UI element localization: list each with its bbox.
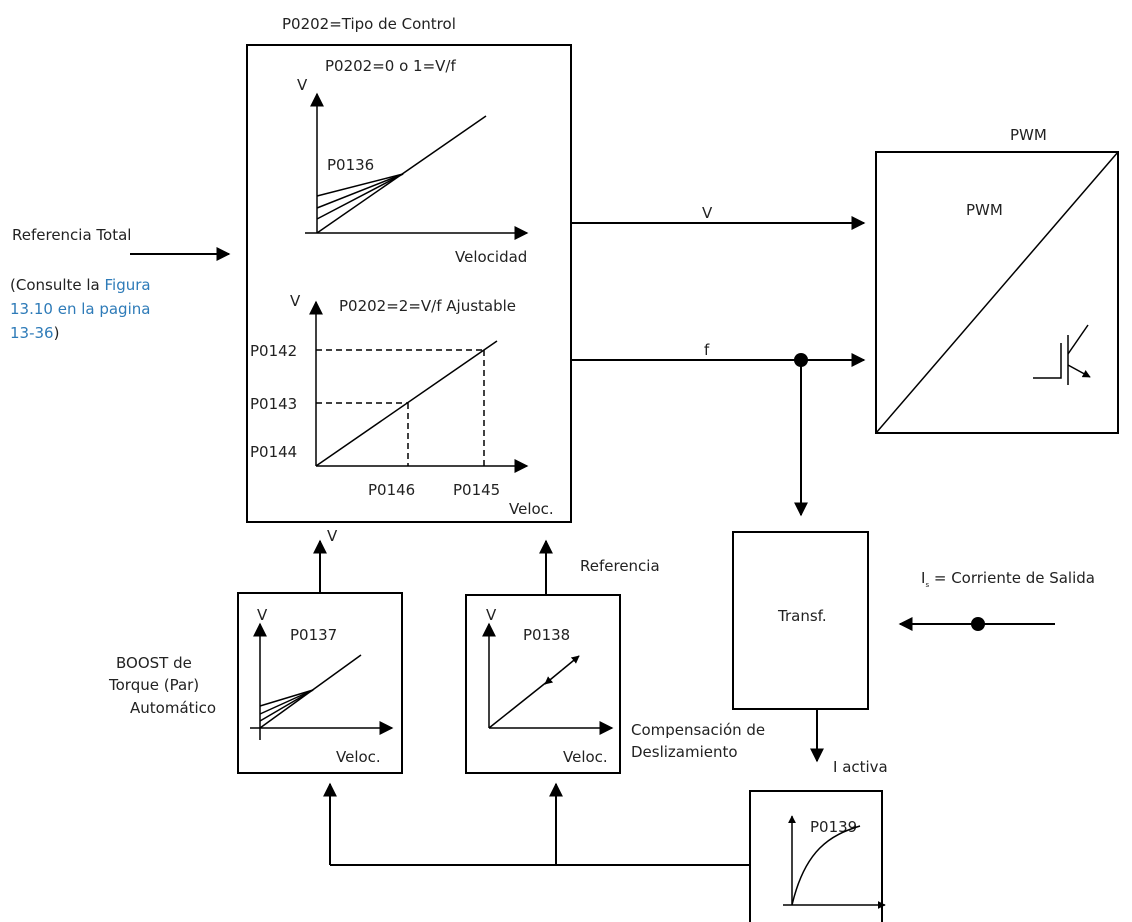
reference-total-label: Referencia Total xyxy=(12,226,131,244)
reference-note-line2[interactable]: 13.10 en la pagina xyxy=(10,300,150,318)
slip-param-p0138: P0138 xyxy=(523,626,570,644)
vf-title: P0202=0 o 1=V/f xyxy=(325,57,456,75)
vf-axis-v: V xyxy=(297,76,308,94)
boost-curve-1 xyxy=(259,689,314,707)
transf-box xyxy=(732,531,869,710)
vf-boost-1 xyxy=(316,173,404,197)
slip-side-2: Deslizamiento xyxy=(631,743,738,761)
vf-boost-3 xyxy=(316,173,404,220)
vf-boost-2 xyxy=(316,173,404,209)
adj-label-p0146: P0146 xyxy=(368,481,415,499)
adj-label-p0143: P0143 xyxy=(250,395,297,413)
filter-param-p0139: P0139 xyxy=(810,818,857,836)
pwm-diagonal xyxy=(875,151,1119,434)
adj-axis-v: V xyxy=(290,292,301,310)
igbt-symbol-icon xyxy=(1033,324,1091,385)
boost-curve-2 xyxy=(259,689,314,715)
v-signal-label: V xyxy=(702,204,713,222)
transf-label: Transf. xyxy=(777,607,827,625)
figure-link[interactable]: Figura xyxy=(105,276,151,294)
filter-box xyxy=(749,790,883,922)
control-type-title: P0202=Tipo de Control xyxy=(282,15,456,33)
slip-curve xyxy=(488,680,549,729)
vf-param-p0136: P0136 xyxy=(327,156,374,174)
f-signal-label: f xyxy=(704,341,710,359)
vf-axis-x: Velocidad xyxy=(455,248,527,266)
adj-label-p0145: P0145 xyxy=(453,481,500,499)
reference-note-line1: (Consulte la Figura xyxy=(10,276,151,294)
v-up-label: V xyxy=(327,527,338,545)
adj-label-p0142: P0142 xyxy=(250,342,297,360)
reference-note-line3: 13-36) xyxy=(10,324,59,342)
pwm-inner-label: PWM xyxy=(966,201,1003,219)
boost-axis-v: V xyxy=(257,606,268,624)
adj-title: P0202=2=V/f Ajustable xyxy=(339,297,516,315)
boost-side-3: Automático xyxy=(130,699,216,717)
output-current-label: Is = Corriente de Salida xyxy=(921,569,1095,589)
pwm-outer-label: PWM xyxy=(1010,126,1047,144)
slip-axis-v: V xyxy=(486,606,497,624)
adj-label-p0144: P0144 xyxy=(250,443,297,461)
output-current-dot xyxy=(971,617,985,631)
slip-side-1: Compensación de xyxy=(631,721,765,739)
slip-adjust-arrow-down xyxy=(544,669,563,685)
boost-curve-3 xyxy=(259,689,314,722)
page-link[interactable]: 13-36 xyxy=(10,324,54,342)
referencia-label: Referencia xyxy=(580,557,660,575)
slip-axis-x: Veloc. xyxy=(563,748,608,766)
vf-graph: P0202=0 o 1=V/f V P0136 Velocidad xyxy=(297,57,529,266)
adj-axis-x: Veloc. xyxy=(509,500,554,518)
filter-curve xyxy=(791,825,861,906)
boost-side-1: BOOST de xyxy=(116,654,192,672)
i-activa-label: I activa xyxy=(833,758,888,776)
boost-side-2: Torque (Par) xyxy=(108,676,199,694)
boost-axis-x: Veloc. xyxy=(336,748,381,766)
control-type-box xyxy=(246,44,572,523)
boost-param-p0137: P0137 xyxy=(290,626,337,644)
slip-adjust-arrow-up xyxy=(561,655,580,671)
adjustable-vf-graph: V P0202=2=V/f Ajustable P0142 P0143 P014… xyxy=(250,292,554,518)
